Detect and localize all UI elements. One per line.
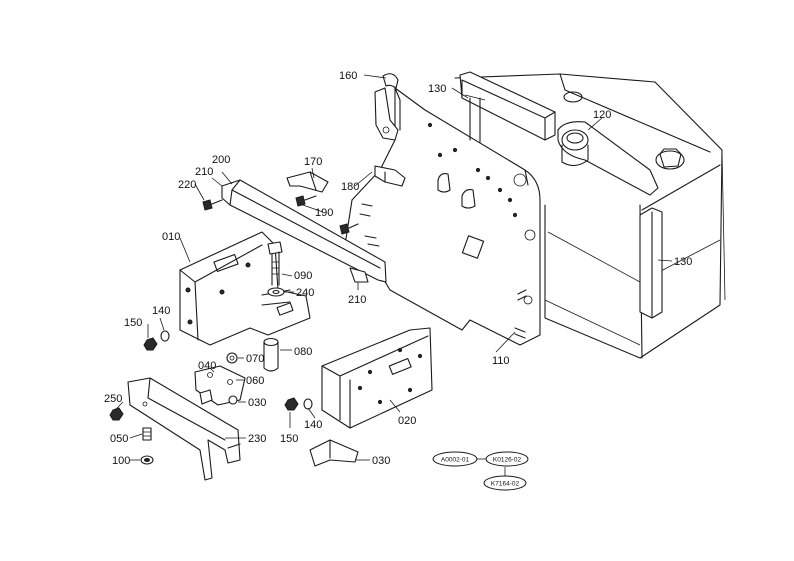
bracket-part-170 (286, 171, 329, 193)
studs (359, 203, 527, 339)
washer-part-100 (140, 455, 154, 465)
part-label: 070 (246, 353, 264, 365)
clip-part-160 (374, 73, 399, 141)
bolt-part-090 (267, 241, 283, 286)
part-label: 140 (304, 419, 322, 431)
reference-label: K0126-02 (493, 457, 522, 464)
reference-label: A0002-01 (441, 457, 470, 464)
part-label: 100 (112, 455, 130, 467)
part-label: 040 (198, 360, 216, 372)
part-label: 010 (162, 231, 180, 243)
part-label: 150 (280, 433, 298, 445)
pad-part-130-top (459, 71, 556, 141)
washer-part-240 (267, 287, 285, 297)
part-label: 250 (104, 393, 122, 405)
part-label: 020 (398, 415, 416, 427)
part-label: 080 (294, 346, 312, 358)
part-label: 200 (212, 154, 230, 166)
nut-part-250 (109, 407, 124, 421)
part-label: 150 (124, 317, 142, 329)
bolt-part-190b (339, 223, 359, 235)
bolt-part-190 (295, 195, 317, 207)
part-label: 190 (315, 207, 333, 219)
part-label: 230 (248, 433, 266, 445)
right-bracket-part-020 (321, 327, 433, 429)
bolt-part-030a (199, 389, 238, 405)
reference-oval: K7164-02 (483, 475, 527, 491)
part-label: 160 (339, 70, 357, 82)
reference-ovals: A0002-01 K0126-02 K7164-02 (432, 451, 529, 491)
cross-bar-part-200 (221, 179, 387, 283)
part-label: 130 (674, 256, 692, 268)
part-label: 120 (593, 109, 611, 121)
part-label: 060 (246, 375, 264, 387)
bracket-part-030b (309, 439, 359, 467)
bolt-part-050 (142, 427, 152, 441)
spacer-part-080 (263, 337, 279, 372)
part-label: 050 (110, 433, 128, 445)
part-label: 170 (304, 156, 322, 168)
reference-oval: K0126-02 (485, 451, 529, 467)
part-label: 130 (428, 83, 446, 95)
leader-lines (114, 74, 673, 461)
nut-part-150b (284, 397, 299, 411)
left-bracket-part-010 (179, 231, 311, 346)
nut-part-070 (226, 352, 238, 364)
reference-oval: A0002-01 (432, 451, 478, 467)
strap-part-120 (557, 121, 659, 196)
part-label: 210 (348, 294, 366, 306)
part-label: 090 (294, 270, 312, 282)
part-label: 180 (341, 181, 359, 193)
part-label: 240 (296, 287, 314, 299)
reference-label: K7164-02 (491, 481, 520, 488)
pad-part-130-side (639, 207, 663, 319)
part-labels: 160 130 120 130 200 210 220 170 180 190 … (104, 70, 692, 467)
part-label: 030 (372, 455, 390, 467)
washer-part-140b (303, 398, 313, 410)
main-bracket-plate (344, 87, 541, 346)
nut-part-150a (143, 337, 158, 351)
part-label: 210 (195, 166, 213, 178)
part-label: 140 (152, 305, 170, 317)
part-label: 220 (178, 179, 196, 191)
washer-part-140a (160, 330, 170, 342)
part-label: 110 (492, 355, 510, 367)
bracket-part-180 (374, 165, 406, 187)
lower-plate-part-230 (127, 377, 241, 481)
part-label: 030 (248, 397, 266, 409)
bolt-part-220 (202, 199, 223, 211)
